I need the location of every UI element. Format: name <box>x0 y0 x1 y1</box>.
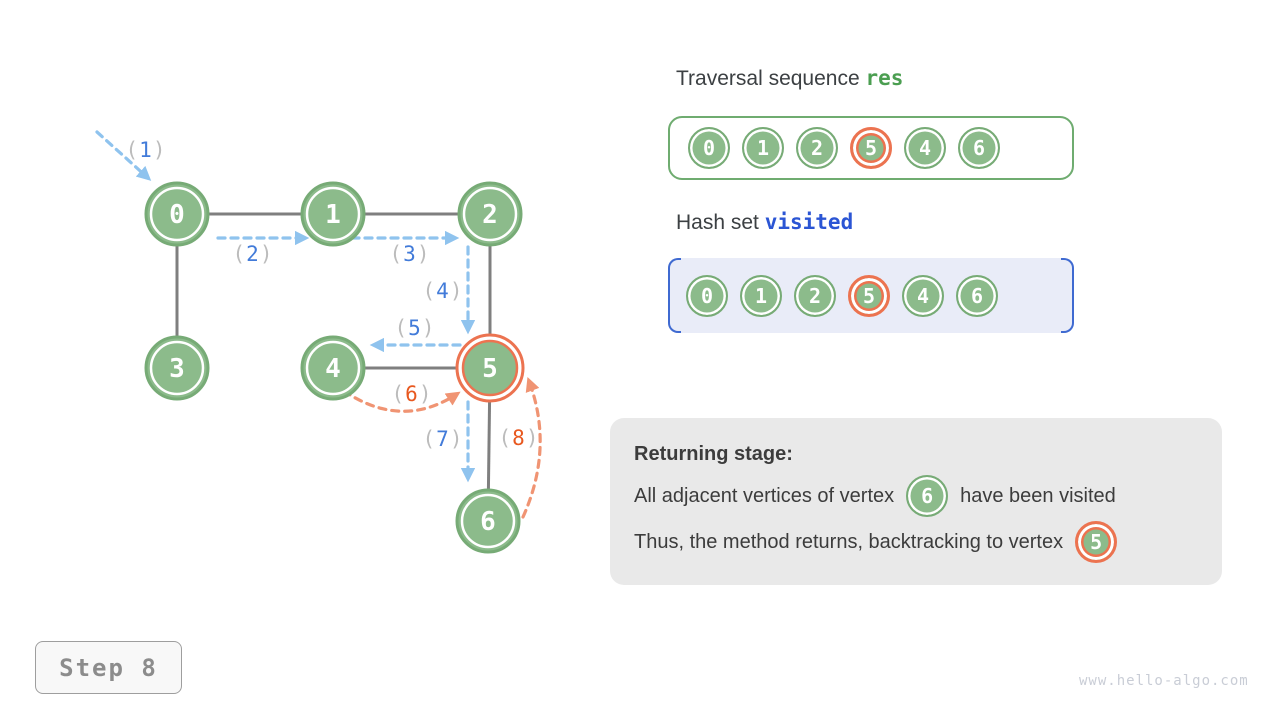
vertex-3: 3 <box>144 335 210 401</box>
step-label-4: (4) <box>423 279 464 303</box>
step-label-2: (2) <box>233 242 274 266</box>
res-item-3-highlighted: 5 <box>850 127 892 169</box>
res-item-0: 0 <box>688 127 730 169</box>
res-item-5: 6 <box>958 127 1000 169</box>
res-item-1: 1 <box>742 127 784 169</box>
vertex-0-label: 0 <box>169 200 185 230</box>
watermark: www.hello-algo.com <box>1079 673 1249 689</box>
vertex-6: 6 <box>455 488 521 554</box>
inline-vertex-6: 6 <box>906 475 949 517</box>
visited-item-3-highlighted: 5 <box>848 274 890 317</box>
vertex-0: 0 <box>144 181 210 247</box>
vertex-2: 2 <box>457 181 523 247</box>
step-label-7: (7) <box>423 427 464 451</box>
visited-code-label: visited <box>764 210 854 234</box>
right-bracket-icon <box>1061 258 1074 333</box>
visited-item-0: 0 <box>686 274 728 317</box>
info-panel-heading: Returning stage: <box>634 442 793 465</box>
hash-set-visited-box: 0 1 2 5 4 6 <box>668 258 1074 333</box>
info-line-1: All adjacent vertices of vertex 6 have b… <box>634 473 1198 519</box>
visited-panel-title: Hash set visited <box>676 210 853 235</box>
graph-vertices: 0 1 2 3 4 5 6 <box>144 181 525 554</box>
step-label-3: (3) <box>390 242 431 266</box>
step-label-6: (6) <box>392 382 433 406</box>
visited-title-text: Hash set <box>676 211 759 234</box>
step-label-8: (8) <box>499 426 540 450</box>
step-labels: (1) (2) (3) (4) (5) (6) (7) (8) <box>126 138 540 451</box>
traversal-sequence-box: 0 1 2 5 4 6 <box>668 116 1074 180</box>
vertex-5-highlighted: 5 <box>455 333 525 403</box>
visited-item-5: 6 <box>956 274 998 317</box>
visited-item-1: 1 <box>740 274 782 317</box>
vertex-1-label: 1 <box>325 200 341 230</box>
step-label-5: (5) <box>395 316 436 340</box>
vertex-2-label: 2 <box>482 200 498 230</box>
res-item-2: 2 <box>796 127 838 169</box>
step-badge: Step 8 <box>35 641 182 694</box>
res-panel-title: Traversal sequence res <box>676 66 903 91</box>
info-line-2: Thus, the method returns, backtracking t… <box>634 519 1198 565</box>
visited-item-2: 2 <box>794 274 836 317</box>
vertex-5-label: 5 <box>482 354 498 384</box>
arrow-step-6 <box>342 389 461 413</box>
res-code-label: res <box>865 66 904 90</box>
dfs-graph-diagram: (1) (2) (3) (4) (5) (6) (7) (8) 0 1 2 3 <box>95 130 542 554</box>
res-title-text: Traversal sequence <box>676 67 860 90</box>
traversal-arrows <box>95 130 542 519</box>
step-label-1: (1) <box>126 138 167 162</box>
arrow-step-1 <box>95 130 152 181</box>
vertex-6-label: 6 <box>480 507 496 537</box>
vertex-4: 4 <box>300 335 366 401</box>
vertex-3-label: 3 <box>169 354 185 384</box>
vertex-4-label: 4 <box>325 354 341 384</box>
vertex-1: 1 <box>300 181 366 247</box>
inline-vertex-5-highlighted: 5 <box>1075 521 1118 563</box>
left-bracket-icon <box>668 258 681 333</box>
visited-item-4: 4 <box>902 274 944 317</box>
res-item-4: 4 <box>904 127 946 169</box>
returning-stage-panel: Returning stage: All adjacent vertices o… <box>610 418 1222 585</box>
arrow-step-8 <box>521 376 542 519</box>
